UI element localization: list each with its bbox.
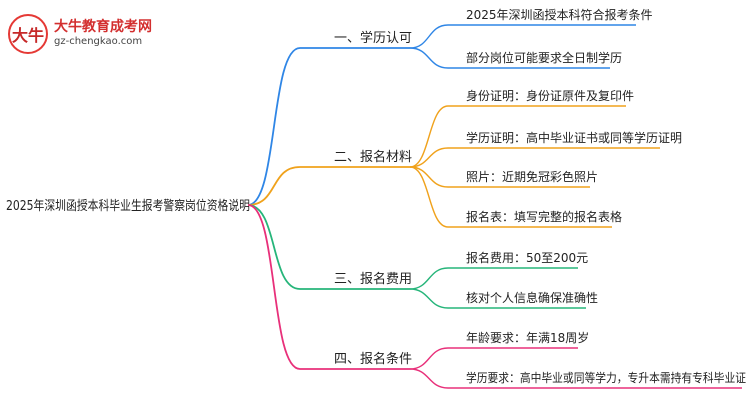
branch-4: 四、报名条件 年龄要求：年满18周岁学历要求：高中毕业或同等学力，专升本需持有专科… xyxy=(247,204,746,389)
branch-connector xyxy=(247,47,301,206)
branch-label: 四、报名条件 xyxy=(334,351,412,367)
logo-title: 大牛教育成考网 xyxy=(54,19,152,35)
leaf-label: 学历证明：高中毕业证书或同等学历证明 xyxy=(466,130,682,145)
branch-2: 二、报名材料 身份证明：身份证原件及复印件学历证明：高中毕业证书或同等学历证明照片… xyxy=(247,88,682,228)
leaf-label: 报名表：填写完整的报名表格 xyxy=(466,209,622,224)
leaf-label: 核对个人信息确保准确性 xyxy=(466,290,598,305)
logo-url: gz-chengkao.com xyxy=(54,36,143,47)
leaf-label: 身份证明：身份证原件及复印件 xyxy=(466,88,634,103)
branch-label: 三、报名费用 xyxy=(334,271,412,287)
leaf-connector xyxy=(409,288,449,309)
leaf-connector xyxy=(409,267,449,290)
leaf-connector xyxy=(409,166,449,188)
root-topic: 2025年深圳函授本科毕业生报考警察岗位资格说明 xyxy=(6,198,250,214)
leaf-connector xyxy=(409,368,449,389)
leaf-connector xyxy=(409,147,449,168)
leaf-connector xyxy=(409,166,449,228)
leaf-label: 学历要求：高中毕业或同等学力，专升本需持有专科毕业证 xyxy=(466,370,746,385)
leaf-label: 照片：近期免冠彩色照片 xyxy=(466,169,598,184)
leaf-label: 部分岗位可能要求全日制学历 xyxy=(466,50,622,65)
leaf-label: 2025年深圳函授本科符合报考条件 xyxy=(466,7,653,22)
branch-label: 二、报名材料 xyxy=(334,149,412,165)
branch-connector xyxy=(247,166,301,206)
branch-label: 一、学历认可 xyxy=(334,30,412,46)
logo-mark-icon: 大牛 xyxy=(8,14,48,54)
leaf-connector xyxy=(409,105,449,168)
leaf-label: 报名费用：50至200元 xyxy=(466,250,588,265)
leaf-connector xyxy=(409,24,449,49)
branch-connector xyxy=(247,204,301,370)
branch-connector xyxy=(247,204,301,290)
leaf-label: 年龄要求：年满18周岁 xyxy=(466,330,589,345)
leaf-connector xyxy=(409,347,449,370)
site-logo: 大牛 大牛教育成考网 gz-chengkao.com xyxy=(8,14,168,54)
leaf-connector xyxy=(409,47,449,69)
